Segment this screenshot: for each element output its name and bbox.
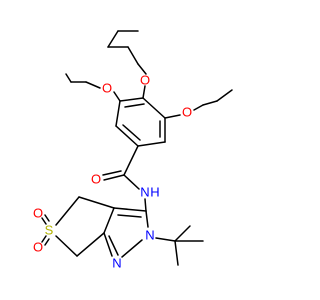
bond-right-o-ring xyxy=(164,114,181,119)
bond-pyr-c7a-c3a xyxy=(103,207,115,234)
bond-thio-s-c6 xyxy=(55,235,78,257)
bond-ring-3 xyxy=(115,125,139,147)
bond-right-o-c xyxy=(193,104,204,111)
atom-o-left: O xyxy=(102,81,112,96)
bond-ring-6 xyxy=(142,97,166,119)
bond-right-ethyl-2 xyxy=(202,100,218,106)
atom-h-amide: H xyxy=(150,185,159,200)
bond-pyr-n2-n1 xyxy=(121,239,143,258)
bond-right-ethyl-1 xyxy=(216,89,233,102)
bond-n-pyrazole xyxy=(144,198,147,212)
atom-o-right: O xyxy=(182,105,192,120)
bond-n2-tbu xyxy=(155,237,176,242)
bond-ring-double-2 xyxy=(122,124,141,141)
bond-pyr-n1-c7a-double xyxy=(108,235,119,256)
bond-carbonyl-n xyxy=(123,174,140,190)
bond-top-ethyl-4 xyxy=(127,46,139,65)
bond-left-o-ring xyxy=(113,91,121,102)
bond-thio-c3a-c4 xyxy=(78,196,115,209)
bond-so-top-1 xyxy=(41,217,47,225)
bond-thio-c6-c7a xyxy=(76,232,105,257)
bond-pyr-c3a-c3 xyxy=(113,207,147,212)
bond-top-o-ring xyxy=(142,85,146,99)
bond-thio-c4-s xyxy=(55,196,80,226)
atom-n-pyrazole-1: N xyxy=(112,256,121,271)
atom-o-sulfone-top: O xyxy=(33,206,43,221)
bond-ring-4 xyxy=(137,141,166,147)
bond-so-bottom-1 xyxy=(41,235,47,243)
bond-tbu-me-3 xyxy=(174,240,179,266)
bond-top-o-c xyxy=(137,63,147,75)
molecule-structure: O O O O N H N N S O O xyxy=(33,30,233,271)
bond-carbonyl-o-1 xyxy=(103,174,125,181)
bond-pyr-c3-n2 xyxy=(145,210,149,228)
bond-ring-double-1 xyxy=(124,103,145,108)
bond-left-ethyl-1 xyxy=(65,73,72,83)
bond-top-ethyl-2 xyxy=(107,30,119,48)
structure-canvas: O O O O N H N N S O O xyxy=(32,30,233,271)
bond-pyr-c3a-c3-double xyxy=(117,214,142,218)
bond-layer xyxy=(41,30,233,266)
atom-label-layer: O O O O N H N N S O O xyxy=(33,73,192,271)
bond-left-o-c xyxy=(85,81,101,89)
atom-n-amide: N xyxy=(140,185,149,200)
bond-ring-2 xyxy=(115,100,121,127)
bond-tbu-me-1 xyxy=(174,225,191,242)
atom-n-pyrazole-2: N xyxy=(145,228,154,243)
bond-ring-1 xyxy=(119,97,144,102)
bond-carbonyl-o-2 xyxy=(102,170,122,176)
atom-o-carbonyl: O xyxy=(91,172,101,187)
bond-ring-carbonyl xyxy=(123,145,139,176)
atom-o-sulfone-bottom: O xyxy=(33,240,43,255)
bond-pyr-n1-c7a xyxy=(103,232,113,257)
atom-s-sulfone: S xyxy=(45,223,54,238)
bond-so-top-2 xyxy=(44,214,50,222)
atom-o-top: O xyxy=(140,73,150,88)
bond-so-bottom-2 xyxy=(44,238,50,246)
